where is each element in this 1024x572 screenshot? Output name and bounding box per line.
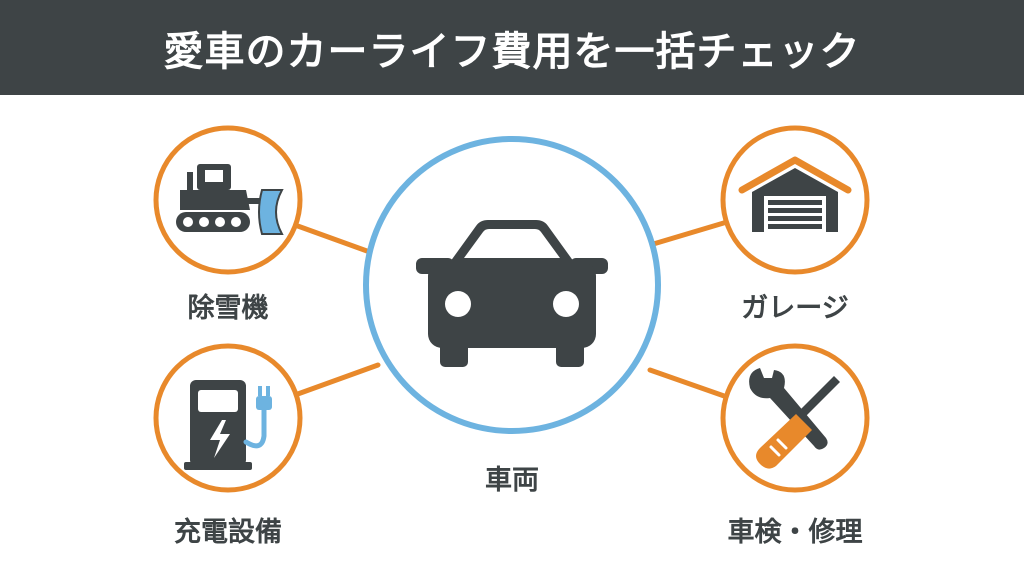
node-label-maintenance: 車検・修理: [727, 517, 863, 548]
connector-snowplow: [292, 222, 381, 258]
node-label-charger: 充電設備: [174, 517, 282, 548]
node-label-snowplow: 除雪機: [187, 293, 269, 324]
header-bar: 愛車のカーライフ費用を一括チェック: [0, 0, 1024, 95]
connector-garage: [647, 219, 730, 248]
ev-charger-icon: [184, 380, 272, 470]
connectors: [292, 219, 730, 400]
garage-icon: [738, 156, 852, 232]
connector-maintenance: [647, 367, 730, 400]
bulldozer-icon: [176, 164, 284, 235]
connector-charger: [292, 362, 381, 398]
page-title: 愛車のカーライフ費用を一括チェック: [163, 28, 861, 75]
node-label-garage: ガレージ: [741, 293, 849, 324]
car-icon: [416, 220, 608, 367]
wrench-screwdriver-icon: [749, 368, 840, 469]
center-label: 車両: [485, 465, 539, 496]
